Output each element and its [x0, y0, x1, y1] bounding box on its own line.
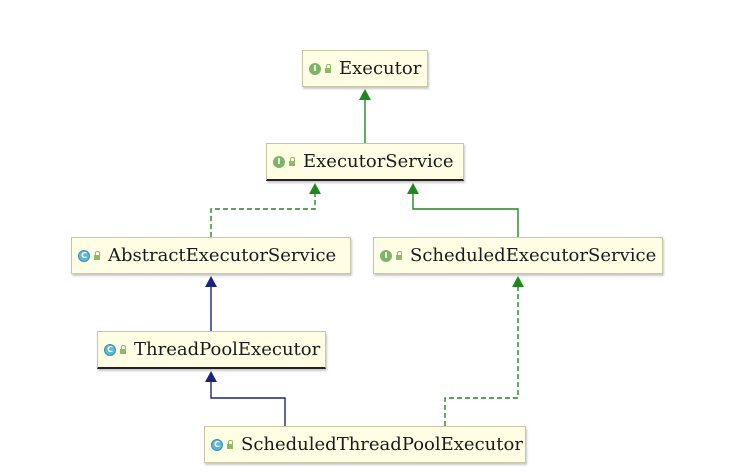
edge-scheduled-thread-pool-executor-to-thread-pool-executor — [210, 382, 286, 426]
class-icon: C — [78, 249, 90, 262]
interface-icon: I — [309, 62, 321, 75]
lock-icon — [120, 344, 126, 354]
lock-icon — [396, 250, 402, 260]
lock-icon — [227, 439, 233, 449]
scheduled-executor-service-node[interactable]: I ScheduledExecutorService — [373, 237, 663, 274]
class-icon: C — [211, 438, 223, 451]
lock-icon — [94, 250, 100, 260]
thread-pool-executor-node[interactable]: C ThreadPoolExecutor — [97, 331, 326, 369]
scheduled-thread-pool-executor-node[interactable]: C ScheduledThreadPoolExecutor — [204, 426, 526, 463]
interface-icon: I — [380, 249, 392, 262]
lock-icon — [325, 63, 331, 73]
node-label: ExecutorService — [303, 151, 454, 172]
node-label: ThreadPoolExecutor — [134, 339, 321, 360]
arrowhead-icon — [309, 183, 321, 194]
executor-node[interactable]: I Executor — [302, 50, 428, 87]
node-label: Executor — [339, 58, 422, 79]
edge-abstract-executor-service-to-executor-service — [210, 194, 316, 237]
executor-service-node[interactable]: I ExecutorService — [266, 143, 464, 181]
node-label: ScheduledThreadPoolExecutor — [241, 434, 523, 455]
edge-scheduled-thread-pool-executor-to-scheduled-executor-service — [444, 287, 519, 426]
arrowhead-icon — [205, 371, 217, 382]
arrowhead-icon — [359, 89, 371, 100]
node-label: AbstractExecutorService — [108, 245, 337, 266]
arrowhead-icon — [407, 183, 419, 194]
arrowhead-icon — [512, 276, 524, 287]
arrowhead-icon — [205, 276, 217, 287]
class-icon: C — [104, 343, 116, 356]
edge-scheduled-executor-service-to-executor-service — [412, 194, 519, 237]
interface-icon: I — [273, 155, 285, 168]
node-label: ScheduledExecutorService — [410, 245, 657, 266]
abstract-executor-service-node[interactable]: C AbstractExecutorService — [71, 237, 351, 274]
lock-icon — [289, 156, 295, 166]
